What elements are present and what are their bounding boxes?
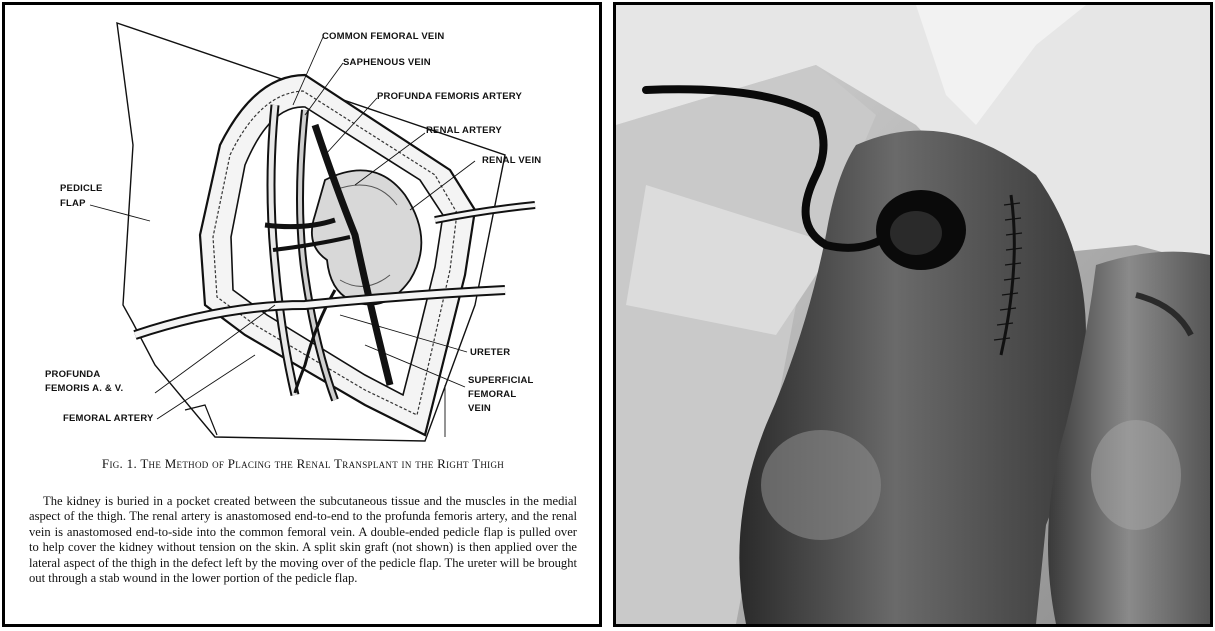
label-renal-vein: RENAL VEIN <box>482 155 541 166</box>
label-profunda-femoris-av-line1: PROFUNDA <box>45 369 100 380</box>
label-pedicle-flap-line1: PEDICLE <box>60 183 103 194</box>
figure-panel: COMMON FEMORAL VEIN SAPHENOUS VEIN PROFU… <box>2 2 602 627</box>
label-superficial-femoral-vein-line1: SUPERFICIAL <box>468 375 534 386</box>
label-profunda-femoris-av-line2: FEMORIS A. & V. <box>45 383 123 394</box>
figure-caption-title: Fig. 1. The Method of Placing the Renal … <box>25 455 581 472</box>
label-femoral-artery: FEMORAL ARTERY <box>63 413 154 424</box>
label-pedicle-flap-line2: FLAP <box>60 198 86 209</box>
label-profunda-femoris-artery: PROFUNDA FEMORIS ARTERY <box>377 91 522 102</box>
label-superficial-femoral-vein-line3: VEIN <box>468 403 491 414</box>
figure-caption-body: The kidney is buried in a pocket created… <box>29 494 577 586</box>
label-saphenous-vein: SAPHENOUS VEIN <box>343 57 431 68</box>
label-renal-artery: RENAL ARTERY <box>426 125 502 136</box>
clinical-photograph <box>616 5 1210 624</box>
label-superficial-femoral-vein-line2: FEMORAL <box>468 389 516 400</box>
label-ureter: URETER <box>470 347 510 358</box>
label-common-femoral-vein: COMMON FEMORAL VEIN <box>322 31 444 42</box>
clinical-photo-panel <box>613 2 1213 627</box>
